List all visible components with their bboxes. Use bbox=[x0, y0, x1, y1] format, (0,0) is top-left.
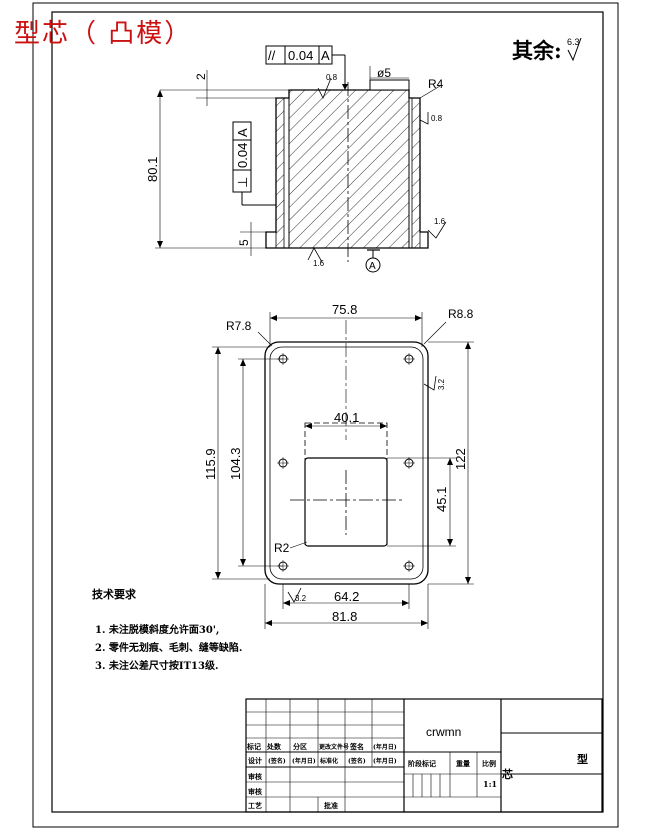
tb-stage: 阶段标记 bbox=[408, 759, 436, 768]
perpendicularity-datum: A bbox=[235, 128, 250, 137]
tb-company: crwmn bbox=[426, 725, 461, 739]
tb-cell: 更改文件号 bbox=[319, 743, 349, 751]
tb-part-name-right: 型 bbox=[577, 752, 588, 766]
roughness-bottom: 1.6 bbox=[313, 259, 325, 268]
dim-height-inner: 104.3 bbox=[228, 447, 243, 480]
drawing-title: 型芯（ 凸模） bbox=[14, 19, 192, 49]
dim-radius-r4: R4 bbox=[428, 77, 444, 91]
perpendicularity-value: 0.04 bbox=[235, 143, 250, 168]
tb-ratio: 比例 bbox=[482, 759, 496, 768]
tb-cell: (年月日) bbox=[373, 757, 397, 765]
dim-bottom-step: 5 bbox=[237, 239, 251, 246]
parallelism-symbol: // bbox=[268, 48, 276, 63]
notes-item: 1. 未注脱模斜度允许面30', bbox=[95, 623, 219, 636]
dim-pocket-width: 40.1 bbox=[334, 410, 359, 425]
technical-notes: 技术要求 1. 未注脱模斜度允许面30', 2. 零件无划痕、毛刺、缝等缺陷. … bbox=[92, 587, 242, 672]
drawing-frame bbox=[32, 2, 619, 828]
tb-cell: 标记 bbox=[246, 742, 261, 751]
roughness-side: 3.2 bbox=[437, 378, 446, 390]
front-view: // 0.04 A 2 80.1 5 ⊥ 0.04 bbox=[145, 45, 447, 273]
tb-part-name-left: 芯 bbox=[502, 767, 513, 781]
tb-cell: (年月日) bbox=[373, 743, 397, 751]
dim-height: 80.1 bbox=[145, 157, 160, 182]
notes-item: 3. 未注公差尺寸按IT13级. bbox=[95, 659, 218, 672]
datum-label: A bbox=[369, 261, 376, 272]
dim-total-width: 81.8 bbox=[332, 609, 357, 624]
parallelism-value: 0.04 bbox=[288, 48, 313, 63]
core-section-hatch bbox=[288, 89, 410, 249]
roughness-right-low: 1.6 bbox=[434, 217, 446, 226]
notes-heading: 技术要求 bbox=[92, 587, 137, 601]
roughness-top: 0.8 bbox=[326, 73, 338, 82]
datum-symbol bbox=[365, 257, 381, 273]
roughness-symbol-icon bbox=[567, 37, 582, 62]
dim-height-outer: 115.9 bbox=[203, 448, 218, 480]
tb-cell: 工艺 bbox=[248, 801, 262, 810]
dim-hole-spacing: 64.2 bbox=[334, 589, 359, 604]
parallelism-datum: A bbox=[321, 48, 330, 63]
dim-diameter: ø5 bbox=[377, 66, 391, 80]
perpendicularity-symbol: ⊥ bbox=[235, 177, 250, 188]
tb-cell: 设计 bbox=[248, 756, 262, 765]
dim-height-total: 122 bbox=[453, 448, 468, 470]
dim-radius-left: R7.8 bbox=[226, 319, 252, 333]
dim-corner: R2 bbox=[274, 541, 290, 555]
notes-item: 2. 零件无划痕、毛刺、缝等缺陷. bbox=[95, 641, 242, 654]
dim-top-step: 2 bbox=[194, 73, 208, 80]
tb-cell: 处数 bbox=[266, 742, 282, 751]
roughness-general-value: 6.3 bbox=[567, 37, 580, 47]
roughness-right: 0.8 bbox=[431, 114, 443, 123]
title-block: 标记 处数 分区 更改文件号 签名 (年月日) 设计 (签名) (年月日) 标准… bbox=[245, 698, 603, 813]
tb-cell: 审核 bbox=[248, 787, 262, 796]
roughness-bottom-top: 3.2 bbox=[295, 594, 307, 603]
dim-width-inner: 75.8 bbox=[332, 302, 357, 317]
tb-weight: 重量 bbox=[456, 759, 470, 768]
dim-pocket-height: 45.1 bbox=[434, 487, 449, 512]
dim-radius-right: R8.8 bbox=[448, 307, 474, 321]
tb-cell: (签名) bbox=[268, 757, 286, 765]
roughness-general-label: 其余: bbox=[512, 38, 562, 63]
tb-cell: 批准 bbox=[324, 801, 338, 810]
tb-cell: (年月日) bbox=[292, 757, 316, 765]
top-view: 75.8 R7.8 R8.8 3.2 115.9 104.3 122 40.1 bbox=[203, 302, 474, 629]
tb-cell: 标准化 bbox=[319, 757, 338, 765]
tb-cell: 审核 bbox=[248, 772, 262, 781]
core-outline-top bbox=[264, 341, 429, 585]
tb-cell: 分区 bbox=[293, 742, 307, 751]
tb-cell: (签名) bbox=[348, 757, 366, 765]
core-inner-top bbox=[269, 346, 424, 580]
tb-scale: 1:1 bbox=[483, 779, 497, 789]
tb-cell: 签名 bbox=[349, 742, 364, 751]
